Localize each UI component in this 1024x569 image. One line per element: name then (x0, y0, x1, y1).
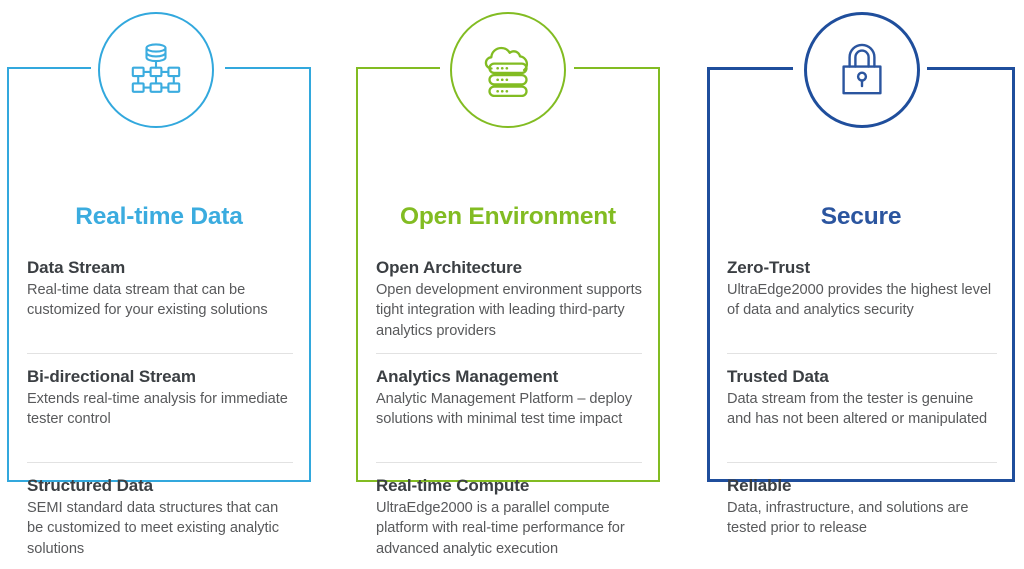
database-network-icon (125, 39, 187, 101)
list-item: Trusted Data Data stream from the tester… (727, 353, 997, 462)
list-item: Structured Data SEMI standard data struc… (27, 462, 293, 569)
list-item: Analytics Management Analytic Management… (376, 353, 642, 462)
card-title: Secure (820, 203, 902, 230)
list-item: Data Stream Real-time data stream that c… (27, 245, 293, 353)
feature-list: Zero-Trust UltraEdge2000 provides the hi… (707, 245, 1015, 549)
item-description: UltraEdge2000 provides the highest level… (727, 281, 992, 319)
list-item: Open Architecture Open development envir… (376, 245, 642, 353)
item-description: Extends real-time analysis for immediate… (27, 390, 288, 428)
list-item: Zero-Trust UltraEdge2000 provides the hi… (727, 245, 997, 353)
item-description: Open development environment supports ti… (376, 281, 642, 339)
list-item: Reliable Data, infrastructure, and solut… (727, 462, 997, 549)
card-open-environment: Open Environment Open Architecture Open … (356, 61, 660, 557)
card-title: Real-time Data (75, 203, 243, 230)
item-title: Data Stream (27, 258, 126, 277)
item-title: Zero-Trust (727, 258, 811, 277)
item-title: Reliable (727, 476, 792, 495)
item-description: SEMI standard data structures that can b… (27, 499, 279, 557)
card-title: Open Environment (400, 203, 616, 230)
padlock-icon (833, 39, 891, 101)
list-item: Bi-directional Stream Extends real-time … (27, 353, 293, 462)
item-description: Data, infrastructure, and solutions are … (727, 499, 969, 537)
feature-list: Open Architecture Open development envir… (356, 245, 660, 569)
icon-circle-secure (804, 12, 920, 128)
list-item: Real-time Compute UltraEdge2000 is a par… (376, 462, 642, 569)
card-real-time-data: Real-time Data Data Stream Real-time dat… (7, 61, 311, 557)
item-title: Analytics Management (376, 367, 559, 386)
item-title: Real-time Compute (376, 476, 530, 495)
icon-circle-real-time-data (98, 12, 214, 128)
item-description: Analytic Management Platform – deploy so… (376, 390, 633, 428)
cloud-server-icon (476, 39, 540, 101)
item-description: UltraEdge2000 is a parallel compute plat… (376, 499, 625, 557)
item-title: Structured Data (27, 476, 154, 495)
icon-circle-open-environment (450, 12, 566, 128)
item-title: Bi-directional Stream (27, 367, 196, 386)
item-description: Real-time data stream that can be custom… (27, 281, 268, 319)
item-title: Trusted Data (727, 367, 829, 386)
feature-list: Data Stream Real-time data stream that c… (7, 245, 311, 569)
card-secure: Secure Zero-Trust UltraEdge2000 provides… (707, 61, 1015, 536)
feature-cards-infographic: Real-time Data Data Stream Real-time dat… (7, 12, 1015, 557)
item-description: Data stream from the tester is genuine a… (727, 390, 988, 428)
item-title: Open Architecture (376, 258, 522, 277)
